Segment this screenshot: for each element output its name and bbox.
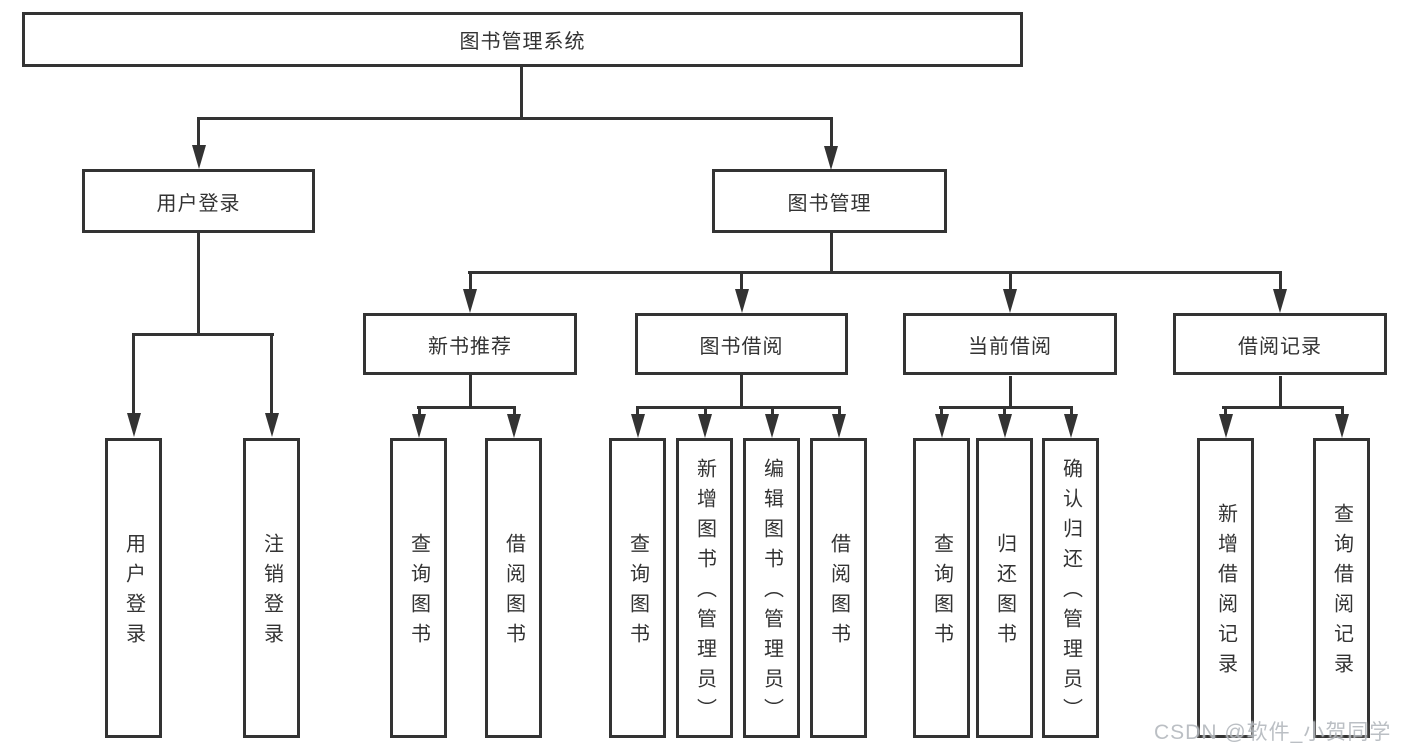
arrow-down-icon: [192, 145, 206, 169]
leaf-label: 查询图书: [930, 533, 953, 653]
edge-line: [270, 333, 273, 419]
leaf-label: 借阅图书: [827, 533, 850, 653]
node-label: 当前借阅: [968, 335, 1052, 358]
edge-line: [830, 233, 833, 274]
leaf-query-books-current: 查询图书: [913, 438, 970, 738]
arrow-down-icon: [265, 413, 279, 437]
node-user-login: 用户登录: [82, 169, 315, 233]
leaf-label: 确认归还（管理员）: [1059, 458, 1082, 728]
edge-line: [940, 406, 943, 421]
edge-line: [1009, 376, 1012, 409]
node-new-book-recommend: 新书推荐: [363, 313, 577, 375]
arrow-down-icon: [1219, 414, 1233, 438]
edge-line: [1003, 406, 1006, 421]
edge-line: [1222, 406, 1344, 409]
node-label: 图书借阅: [699, 335, 784, 358]
leaf-confirm-return-admin: 确认归还（管理员）: [1042, 438, 1099, 738]
leaf-label: 查询图书: [626, 533, 649, 653]
edge-line: [132, 333, 135, 419]
arrow-down-icon: [463, 289, 477, 313]
node-label: 用户登录: [156, 192, 241, 215]
edge-line: [132, 333, 274, 336]
edge-line: [1279, 271, 1282, 297]
node-current-borrow: 当前借阅: [903, 313, 1117, 375]
arrow-down-icon: [1273, 289, 1287, 313]
edge-line: [939, 406, 1073, 409]
node-library-management-system: 图书管理系统: [22, 12, 1023, 67]
watermark: CSDN @软件_小贺同学: [1154, 721, 1392, 744]
node-book-borrow: 图书借阅: [635, 313, 848, 375]
edge-line: [469, 271, 472, 297]
edge-line: [1070, 406, 1073, 421]
arrow-down-icon: [1003, 289, 1017, 313]
arrow-down-icon: [1335, 414, 1349, 438]
leaf-label: 查询图书: [407, 533, 430, 653]
arrow-down-icon: [824, 146, 838, 170]
leaf-borrow-books: 借阅图书: [810, 438, 867, 738]
leaf-query-books-borrow: 查询图书: [609, 438, 666, 738]
node-label: 图书管理: [787, 192, 872, 215]
arrow-down-icon: [698, 414, 712, 438]
leaf-query-borrow-record: 查询借阅记录: [1313, 438, 1370, 738]
edge-line: [830, 117, 833, 151]
leaf-edit-books-admin: 编辑图书（管理员）: [743, 438, 800, 738]
edge-line: [1224, 406, 1227, 421]
edge-line: [1279, 376, 1282, 409]
node-borrow-records: 借阅记录: [1173, 313, 1387, 375]
arrow-down-icon: [412, 414, 426, 438]
leaf-return-books: 归还图书: [976, 438, 1033, 738]
leaf-user-login: 用户登录: [105, 438, 162, 738]
arrow-down-icon: [998, 414, 1012, 438]
node-label: 新书推荐: [428, 335, 512, 358]
leaf-label: 借阅图书: [502, 533, 525, 653]
edge-line: [197, 117, 200, 151]
arrow-down-icon: [765, 414, 779, 438]
arrow-down-icon: [735, 289, 749, 313]
edge-line: [1009, 271, 1012, 297]
leaf-add-books-admin: 新增图书（管理员）: [676, 438, 733, 738]
arrow-down-icon: [832, 414, 846, 438]
leaf-borrow-books-recommend: 借阅图书: [485, 438, 542, 738]
leaf-add-borrow-record: 新增借阅记录: [1197, 438, 1254, 738]
edge-line: [197, 117, 833, 120]
leaf-label: 查询借阅记录: [1330, 503, 1353, 683]
edge-line: [704, 406, 707, 421]
edge-line: [469, 375, 472, 409]
arrow-down-icon: [631, 414, 645, 438]
arrow-down-icon: [1064, 414, 1078, 438]
edge-line: [468, 271, 1281, 274]
leaf-label: 编辑图书（管理员）: [760, 458, 783, 728]
leaf-logout: 注销登录: [243, 438, 300, 738]
leaf-label: 归还图书: [993, 533, 1016, 653]
edge-line: [838, 406, 841, 421]
arrow-down-icon: [935, 414, 949, 438]
leaf-query-books-recommend: 查询图书: [390, 438, 447, 738]
arrow-down-icon: [507, 414, 521, 438]
leaf-label: 新增借阅记录: [1214, 503, 1237, 683]
leaf-label: 用户登录: [122, 533, 145, 653]
edge-line: [740, 375, 743, 409]
edge-line: [1341, 406, 1344, 421]
leaf-label: 新增图书（管理员）: [693, 458, 716, 728]
arrow-down-icon: [127, 413, 141, 437]
edge-line: [636, 406, 639, 421]
edge-line: [197, 233, 200, 336]
edge-line: [740, 271, 743, 297]
edge-line: [520, 67, 523, 118]
edge-line: [636, 406, 841, 409]
edge-line: [418, 406, 421, 421]
node-book-management: 图书管理: [712, 169, 947, 233]
node-label: 借阅记录: [1238, 335, 1322, 358]
edge-line: [513, 406, 516, 421]
edge-line: [771, 406, 774, 421]
edge-line: [417, 406, 516, 409]
node-label: 图书管理系统: [459, 31, 586, 53]
leaf-label: 注销登录: [260, 533, 283, 653]
